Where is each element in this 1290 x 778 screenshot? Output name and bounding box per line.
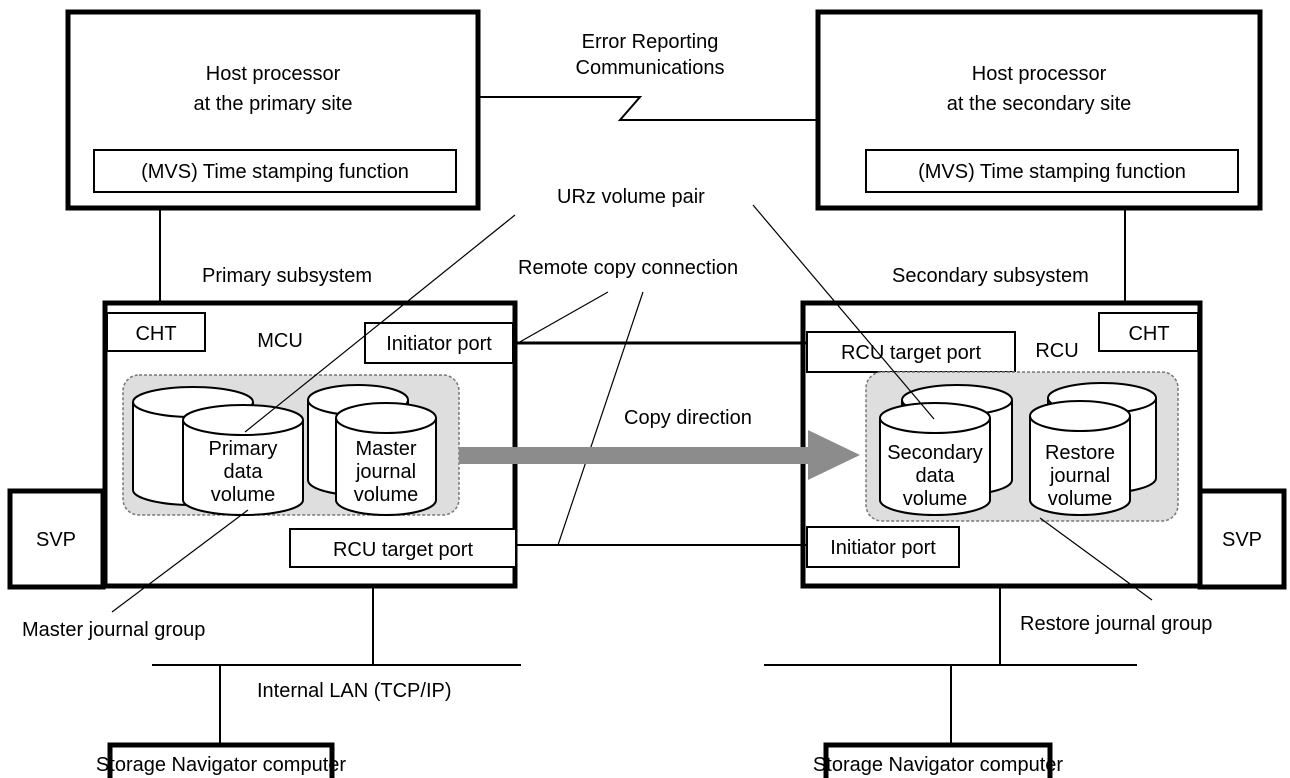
tsf-primary: (MVS) Time stamping function: [141, 161, 409, 183]
host-primary-line1: Host processor: [206, 63, 341, 85]
primary-subsystem-title: Primary subsystem: [202, 265, 372, 287]
host-secondary-line1: Host processor: [972, 63, 1107, 85]
master-journal-volume-l2: journal: [355, 461, 416, 483]
master-journal-volume-l3: volume: [354, 484, 418, 506]
storage-navigator-right: [823, 742, 1053, 778]
rcu-label: RCU: [1035, 340, 1078, 362]
secondary-data-volume-l2: data: [916, 465, 956, 487]
restore-journal-volume-l2: journal: [1049, 465, 1110, 487]
copy-direction-label: Copy direction: [624, 407, 752, 429]
initiator-port-secondary: Initiator port: [830, 537, 936, 559]
svp-secondary: [1197, 488, 1287, 590]
remote-copy-connection-label: Remote copy connection: [518, 257, 738, 279]
rcu-target-port-secondary: RCU target port: [841, 342, 981, 364]
master-journal-group-label: Master journal group: [22, 619, 205, 641]
internal-lan-label: Internal LAN (TCP/IP): [257, 680, 452, 702]
error-reporting-line1: Error Reporting: [582, 31, 719, 53]
host-secondary-line2: at the secondary site: [947, 93, 1132, 115]
cht-primary: CHT: [135, 323, 176, 345]
restore-journal-volume-l3: volume: [1048, 488, 1112, 510]
master-journal-volume: [335, 402, 437, 434]
primary-subsystem: CHT MCU Initiator port RCU target port P…: [102, 300, 518, 589]
error-reporting-line2: Communications: [576, 57, 725, 79]
secondary-data-volume-l3: volume: [903, 488, 967, 510]
initiator-port-primary: Initiator port: [386, 333, 492, 355]
restore-journal-group-label: Restore journal group: [1020, 613, 1212, 635]
secondary-subsystem: CHT RCU RCU target port Initiator port S…: [800, 300, 1203, 589]
mcu-label: MCU: [257, 330, 303, 352]
cht-secondary: CHT: [1128, 323, 1169, 345]
svp-primary: [7, 488, 106, 590]
copy-direction-arrow: [459, 447, 811, 464]
restore-journal-volume-l1: Restore: [1045, 442, 1115, 464]
storage-navigator-right-label: Storage Navigator computer: [813, 754, 1063, 776]
master-journal-volume-l1: Master: [355, 438, 416, 460]
primary-data-volume: [182, 404, 304, 436]
tsf-secondary: (MVS) Time stamping function: [918, 161, 1186, 183]
secondary-data-volume: [879, 402, 991, 434]
storage-navigator-left: [107, 742, 335, 778]
rcu-target-port-primary: RCU target port: [333, 539, 473, 561]
error-reporting-link: [478, 96, 818, 121]
secondary-subsystem-title: Secondary subsystem: [892, 265, 1089, 287]
primary-data-volume-l1: Primary: [209, 438, 278, 460]
host-primary: Host processor at the primary site (MVS)…: [65, 9, 481, 211]
host-secondary: Host processor at the secondary site (MV…: [815, 9, 1263, 211]
restore-journal-volume: [1029, 400, 1131, 432]
primary-data-volume-l3: volume: [211, 484, 275, 506]
secondary-data-volume-l1: Secondary: [887, 442, 983, 464]
storage-navigator-left-label: Storage Navigator computer: [96, 754, 346, 776]
primary-data-volume-l2: data: [224, 461, 264, 483]
urz-volume-pair-label: URz volume pair: [557, 186, 705, 208]
svp-secondary-label: SVP: [1222, 529, 1262, 551]
host-primary-line2: at the primary site: [194, 93, 353, 115]
svp-primary-label: SVP: [36, 529, 76, 551]
